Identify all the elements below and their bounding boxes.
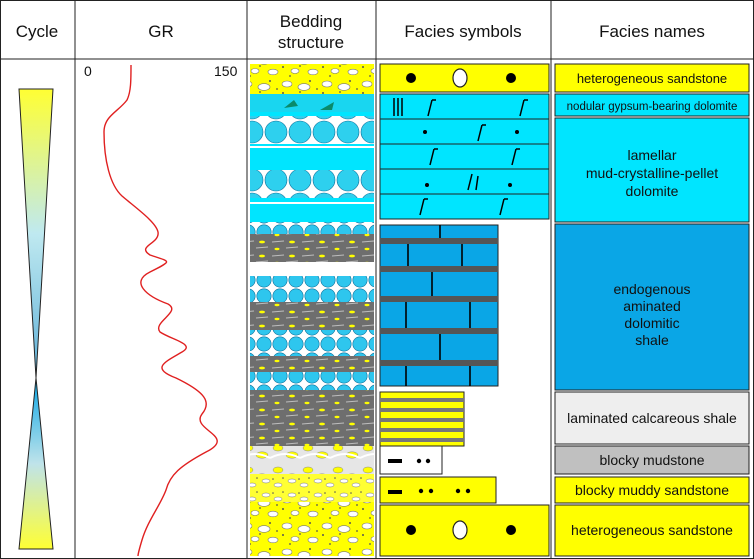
facies-name-nodular: nodular gypsum-bearing dolomite (567, 101, 738, 113)
mud-dash (388, 459, 402, 463)
pebble-oval (452, 68, 468, 88)
pebble-dot (406, 525, 416, 535)
bed-white (250, 262, 374, 276)
cycle-lower-triangle (18, 377, 54, 550)
name-box-endogenous (554, 223, 750, 391)
facies-name-endogenous-line2: aminated (623, 298, 681, 314)
name-box-heterogeneous-top (554, 63, 750, 93)
facies-name-endogenous-line3: dolomitic (624, 315, 679, 331)
bedding-column (250, 64, 374, 556)
header-gr: GR (148, 22, 174, 41)
header-bedding-line1: Bedding (280, 12, 342, 31)
facies-name-lamellar-line3: dolomite (626, 183, 679, 199)
name-box-blocky-mudstone (554, 445, 750, 475)
facies-name-endogenous-line4: shale (635, 332, 669, 348)
mud-dot (425, 458, 431, 464)
bed-heterogeneous-top (250, 64, 374, 94)
bed-pellet-thin (250, 372, 374, 390)
pebble-oval (452, 520, 468, 540)
facies-name-lamellar-line1: lamellar (627, 147, 676, 163)
facies-name-blocky-mudstone: blocky mudstone (599, 452, 704, 468)
bed-nodular-gypsum (250, 94, 374, 112)
facies-name-lamellar-line2: mud-crystalline-pellet (586, 165, 718, 181)
cycle-upper-triangle (18, 88, 54, 379)
bed-grey-shale (250, 234, 374, 262)
facies-name-laminated: laminated calcareous shale (567, 410, 737, 426)
header-facies-symbols: Facies symbols (404, 22, 521, 41)
gr-curve (103, 64, 218, 557)
symbol-laminated-shale (379, 391, 465, 447)
header-facies-names: Facies names (599, 22, 705, 41)
header-cycle: Cycle (16, 22, 59, 41)
symbol-dolomitic-shale (379, 224, 499, 387)
symbol-lamellar-dolomite (379, 93, 550, 220)
bed-grey-shale (250, 302, 374, 330)
bed-pellet-layer (250, 276, 374, 302)
mud-dot (416, 458, 422, 464)
gr-min-label: 0 (84, 63, 92, 79)
mud-dot (428, 488, 434, 494)
bed-pellet-layer (250, 170, 374, 198)
mud-dot (455, 488, 461, 494)
bed-pellet-layer (250, 116, 374, 144)
name-box-laminated (554, 391, 750, 445)
bed-blocky-mudstone (250, 446, 374, 474)
mud-dash (388, 490, 402, 494)
header-bedding-line2: structure (278, 33, 344, 52)
bed-muddy-sandstone (250, 474, 374, 502)
gypsum-nodules (284, 100, 334, 110)
gr-max-label: 150 (214, 63, 238, 79)
bed-pellet-thin (250, 222, 374, 234)
mud-dot (418, 488, 424, 494)
facies-name-blocky-muddy: blocky muddy sandstone (575, 482, 729, 498)
name-box-nodular (554, 93, 750, 117)
mud-dot (465, 488, 471, 494)
name-box-blocky-muddy (554, 476, 750, 504)
name-box-lamellar (554, 117, 750, 223)
bed-heterogeneous-bottom (250, 502, 374, 556)
facies-name-heterogeneous-bottom: heterogeneous sandstone (571, 522, 733, 538)
bed-lamellar-dolomite (250, 94, 374, 222)
facies-name-heterogeneous-top: heterogeneous sandstone (577, 71, 727, 86)
name-box-heterogeneous-bottom (554, 504, 750, 557)
pebble-dot (506, 73, 516, 83)
facies-name-endogenous-line1: endogenous (613, 281, 690, 297)
pebble-dot (406, 73, 416, 83)
pebble-dot (506, 525, 516, 535)
bed-laminated-shale (250, 390, 374, 446)
bed-pellet-layer (250, 330, 374, 356)
